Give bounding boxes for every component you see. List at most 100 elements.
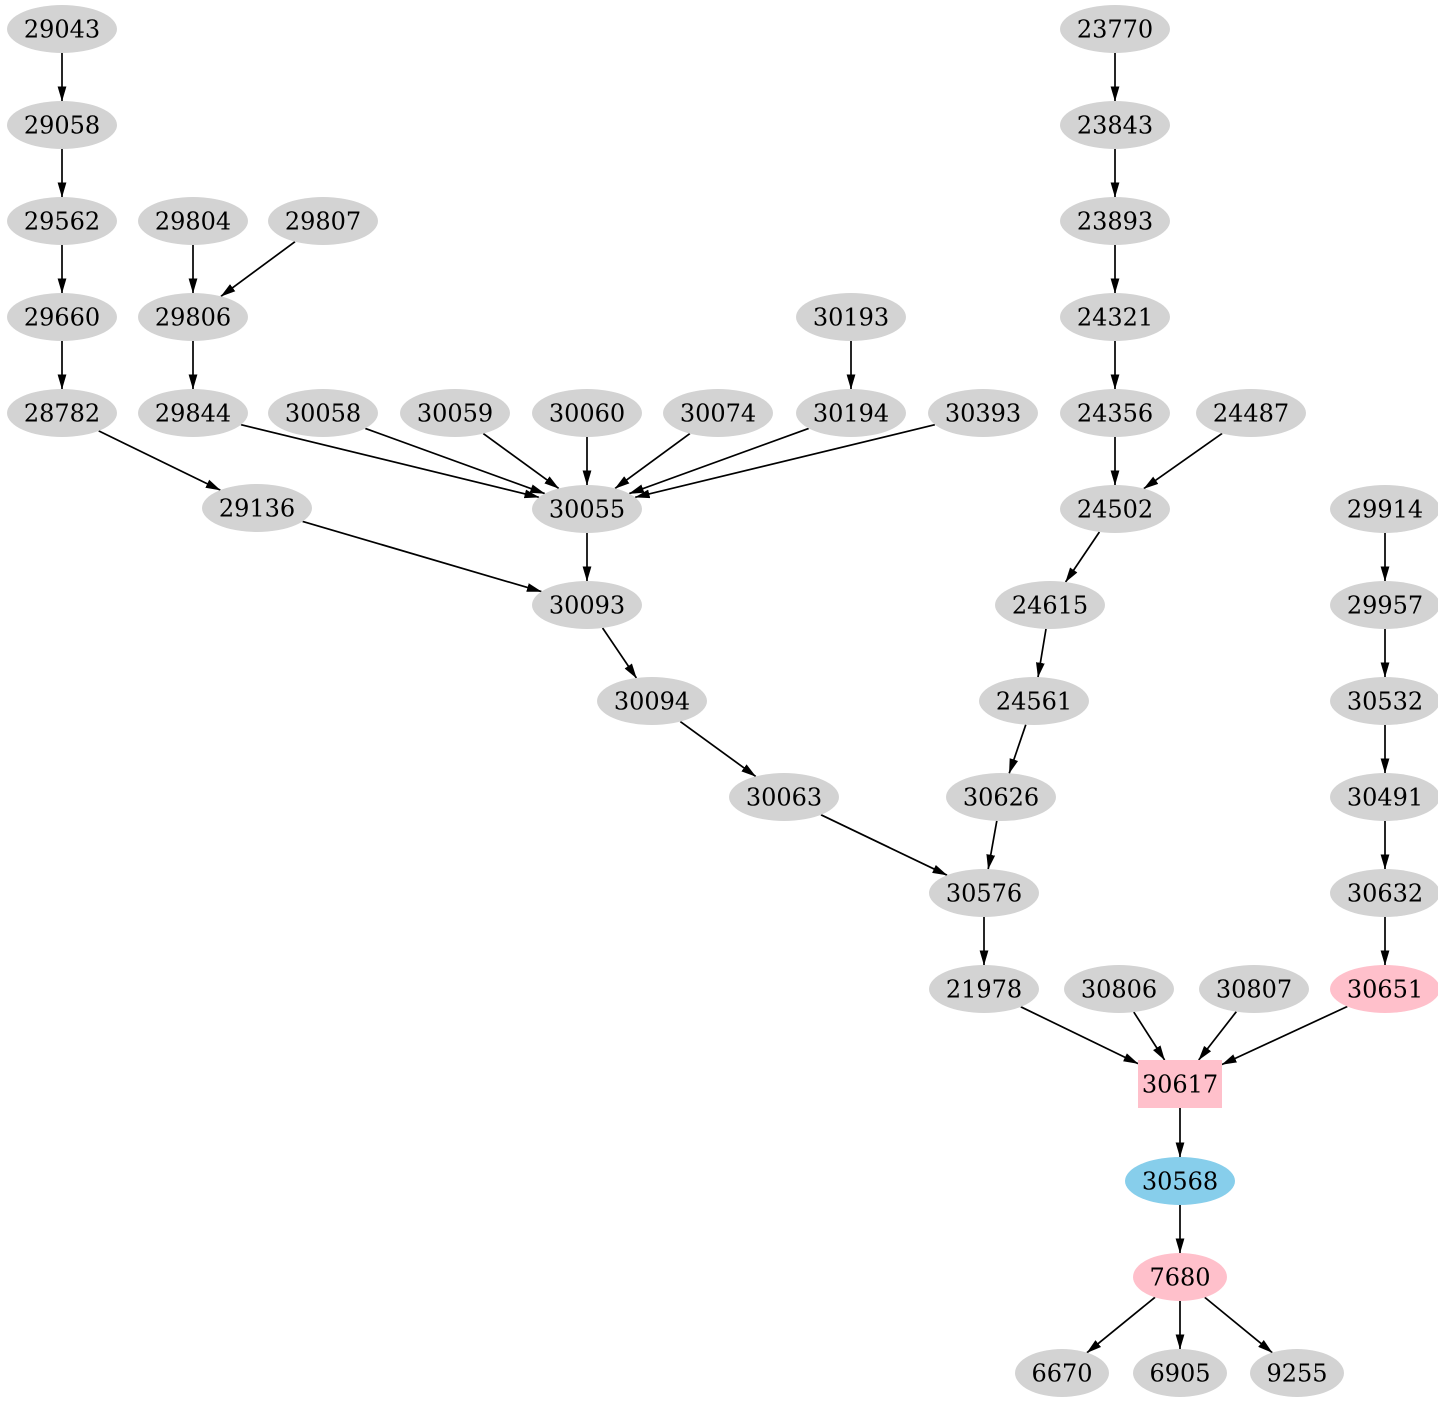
- node-label: 24487: [1213, 400, 1289, 428]
- node-30491: 30491: [1330, 773, 1438, 821]
- edge-29844-30055: [240, 423, 540, 499]
- edge-30093-30094: [601, 627, 638, 679]
- edge-24615-24561: [1036, 628, 1047, 678]
- node-label: 30194: [813, 400, 889, 428]
- node-shape-ellipse: [1060, 485, 1170, 533]
- node-shape-ellipse: [1196, 389, 1306, 437]
- node-29807: 29807: [268, 197, 378, 245]
- node-28782: 28782: [7, 389, 117, 437]
- node-label: 23843: [1077, 112, 1153, 140]
- node-30626: 30626: [946, 773, 1056, 821]
- node-label: 30626: [963, 784, 1039, 812]
- node-label: 30568: [1142, 1168, 1218, 1196]
- node-9255: 9255: [1250, 1349, 1344, 1397]
- node-label: 7680: [1149, 1264, 1210, 1292]
- node-shape-ellipse: [1060, 5, 1170, 53]
- node-shape-ellipse: [1330, 485, 1438, 533]
- node-shape-rect: [1138, 1060, 1222, 1108]
- node-30632: 30632: [1330, 869, 1438, 917]
- node-shape-ellipse: [138, 389, 248, 437]
- node-label: 29957: [1347, 592, 1423, 620]
- node-label: 29844: [155, 400, 231, 428]
- node-23770: 23770: [1060, 5, 1170, 53]
- node-30807: 30807: [1199, 965, 1309, 1013]
- node-shape-ellipse: [268, 197, 378, 245]
- node-label: 30093: [549, 592, 625, 620]
- node-shape-ellipse: [928, 389, 1038, 437]
- node-shape-ellipse: [7, 101, 117, 149]
- node-shape-ellipse: [1330, 869, 1438, 917]
- edge-30063-30576: [820, 814, 948, 876]
- node-29844: 29844: [138, 389, 248, 437]
- node-29957: 29957: [1330, 581, 1438, 629]
- node-shape-ellipse: [1060, 197, 1170, 245]
- node-label: 30074: [680, 400, 756, 428]
- node-24502: 24502: [1060, 485, 1170, 533]
- node-label: 30532: [1347, 688, 1423, 716]
- node-label: 29562: [24, 208, 100, 236]
- node-29660: 29660: [7, 293, 117, 341]
- node-shape-ellipse: [1015, 1349, 1109, 1397]
- node-label: 29806: [155, 304, 231, 332]
- node-7680: 7680: [1133, 1253, 1227, 1301]
- node-label: 30063: [746, 784, 822, 812]
- edge-30393-30055: [634, 423, 936, 499]
- edge-30058-30055: [365, 427, 546, 495]
- node-shape-ellipse: [796, 389, 906, 437]
- node-shape-ellipse: [138, 293, 248, 341]
- node-shape-ellipse: [1060, 293, 1170, 341]
- node-label: 24615: [1012, 592, 1088, 620]
- node-label: 28782: [24, 400, 100, 428]
- node-shape-ellipse: [729, 773, 839, 821]
- node-label: 23893: [1077, 208, 1153, 236]
- node-shape-ellipse: [946, 773, 1056, 821]
- edge-29136-30093: [302, 520, 542, 593]
- node-label: 30651: [1347, 976, 1423, 1004]
- node-shape-ellipse: [400, 389, 510, 437]
- edge-30094-30063: [679, 720, 757, 778]
- node-label: 30055: [549, 496, 625, 524]
- node-label: 29136: [219, 495, 295, 523]
- node-shape-ellipse: [1330, 773, 1438, 821]
- node-30055: 30055: [532, 485, 642, 533]
- node-30059: 30059: [400, 389, 510, 437]
- node-30060: 30060: [532, 389, 642, 437]
- node-label: 29058: [24, 112, 100, 140]
- node-shape-ellipse: [1125, 1157, 1235, 1205]
- node-shape-ellipse: [1060, 389, 1170, 437]
- node-label: 30058: [285, 400, 361, 428]
- node-label: 30060: [549, 400, 625, 428]
- node-shape-ellipse: [7, 293, 117, 341]
- node-23893: 23893: [1060, 197, 1170, 245]
- node-label: 29804: [155, 208, 231, 236]
- edge-30807-30617: [1198, 1011, 1237, 1061]
- node-label: 9255: [1266, 1360, 1327, 1388]
- node-label: 24502: [1077, 496, 1153, 524]
- node-shape-ellipse: [138, 197, 248, 245]
- node-30532: 30532: [1330, 677, 1438, 725]
- node-shape-ellipse: [1330, 677, 1438, 725]
- node-label: 29043: [24, 16, 100, 44]
- node-shape-ellipse: [1133, 1349, 1227, 1397]
- edge-29807-29806: [220, 241, 296, 297]
- node-label: 30617: [1142, 1071, 1218, 1099]
- node-24561: 24561: [979, 677, 1089, 725]
- node-shape-ellipse: [597, 677, 707, 725]
- edge-30194-30055: [628, 427, 809, 495]
- node-label: 21978: [946, 976, 1022, 1004]
- node-shape-ellipse: [929, 965, 1039, 1013]
- edge-layer: [57, 53, 1390, 1354]
- node-29043: 29043: [7, 5, 117, 53]
- node-shape-ellipse: [1199, 965, 1309, 1013]
- node-30651: 30651: [1330, 965, 1438, 1013]
- node-shape-ellipse: [995, 581, 1105, 629]
- node-29914: 29914: [1330, 485, 1438, 533]
- node-30193: 30193: [796, 293, 906, 341]
- edge-30626-30576: [986, 820, 998, 870]
- node-30617: 30617: [1138, 1060, 1222, 1108]
- node-label: 23770: [1077, 16, 1153, 44]
- node-29804: 29804: [138, 197, 248, 245]
- edge-24502-24615: [1064, 531, 1101, 583]
